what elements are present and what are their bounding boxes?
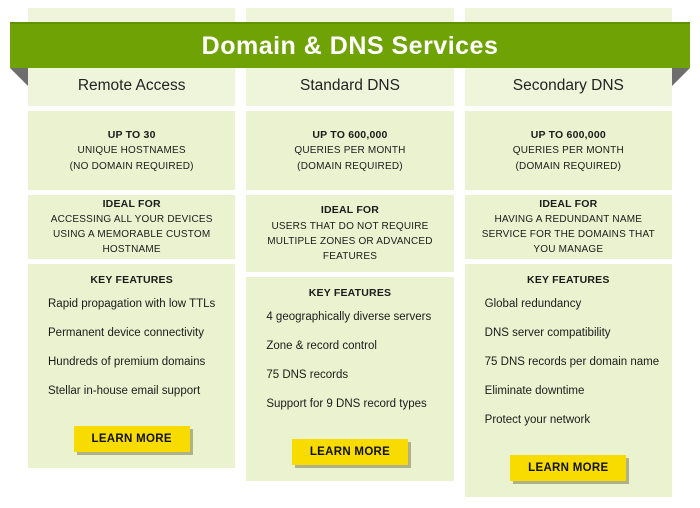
- page-title: Domain & DNS Services: [201, 31, 499, 60]
- feature-item: Eliminate downtime: [484, 385, 585, 397]
- plan-ideal-section: IDEAL FOR USERS THAT DO NOT REQUIRE MULT…: [246, 195, 454, 272]
- feature-item: Global redundancy: [484, 298, 582, 310]
- stat-line: (NO DOMAIN REQUIRED): [69, 160, 194, 172]
- plan-features-section: KEY FEATURES 4 geographically diverse se…: [246, 277, 454, 481]
- ideal-for-text: HAVING A REDUNDANT NAME SERVICE FOR THE …: [481, 214, 655, 256]
- ideal-for-heading: IDEAL FOR: [320, 204, 380, 217]
- learn-more-button[interactable]: LEARN MORE: [73, 426, 190, 452]
- feature-item: Rapid propagation with low TTLs: [48, 298, 216, 310]
- learn-more-button[interactable]: LEARN MORE: [510, 455, 627, 481]
- feature-item: 75 DNS records per domain name: [484, 356, 660, 368]
- title-banner: Domain & DNS Services: [10, 22, 690, 68]
- ideal-for-heading: IDEAL FOR: [539, 197, 598, 210]
- ideal-for-text: ACCESSING ALL YOUR DEVICES USING A MEMOR…: [50, 214, 213, 256]
- feature-item: DNS server compatibility: [484, 327, 611, 339]
- plan-column-secondary-dns: Secondary DNS UP TO 600,000 QUERIES PER …: [464, 8, 672, 502]
- plan-features-section: KEY FEATURES Rapid propagation with low …: [28, 264, 236, 468]
- stat-line: (DOMAIN REQUIRED): [297, 160, 403, 172]
- plan-ideal-section: IDEAL FOR ACCESSING ALL YOUR DEVICES USI…: [28, 195, 236, 259]
- plan-features-section: KEY FEATURES Global redundancy DNS serve…: [464, 264, 672, 497]
- feature-item: Zone & record control: [266, 340, 377, 352]
- feature-item: Hundreds of premium domains: [48, 356, 206, 368]
- key-features-heading: KEY FEATURES: [90, 274, 173, 286]
- button-row: LEARN MORE: [246, 439, 453, 465]
- stat-line: (DOMAIN REQUIRED): [515, 160, 622, 172]
- plan-stats-section: UP TO 30 UNIQUE HOSTNAMES (NO DOMAIN REQ…: [28, 111, 236, 190]
- plan-title: Remote Access: [77, 77, 186, 94]
- plan-ideal-section: IDEAL FOR HAVING A REDUNDANT NAME SERVIC…: [464, 195, 672, 259]
- plan-stats-section: UP TO 600,000 QUERIES PER MONTH (DOMAIN …: [246, 111, 454, 190]
- ideal-for-heading: IDEAL FOR: [102, 197, 161, 210]
- feature-item: Stellar in-house email support: [48, 385, 201, 397]
- key-features-heading: KEY FEATURES: [308, 287, 392, 299]
- feature-item: Protect your network: [484, 414, 591, 426]
- feature-item: Permanent device connectivity: [48, 327, 204, 339]
- plan-stats-section: UP TO 600,000 QUERIES PER MONTH (DOMAIN …: [464, 111, 672, 190]
- ribbon-fold-right-icon: [672, 68, 690, 86]
- learn-more-button[interactable]: LEARN MORE: [291, 439, 409, 465]
- feature-item: 75 DNS records: [266, 369, 349, 381]
- plan-column-remote-access: Remote Access UP TO 30 UNIQUE HOSTNAMES …: [28, 8, 236, 502]
- button-row: LEARN MORE: [28, 426, 235, 452]
- plan-columns: Remote Access UP TO 30 UNIQUE HOSTNAMES …: [28, 8, 672, 502]
- ribbon-fold-left-icon: [10, 68, 28, 86]
- stat-line: QUERIES PER MONTH: [512, 145, 624, 157]
- stat-line: UP TO 600,000: [312, 128, 388, 141]
- feature-item: Support for 9 DNS record types: [266, 398, 427, 410]
- key-features-heading: KEY FEATURES: [527, 274, 610, 286]
- stat-line: UP TO 30: [107, 128, 156, 141]
- plan-title: Standard DNS: [300, 77, 400, 94]
- stat-line: QUERIES PER MONTH: [294, 145, 406, 157]
- plan-column-standard-dns: Standard DNS UP TO 600,000 QUERIES PER M…: [246, 8, 454, 502]
- button-row: LEARN MORE: [465, 455, 672, 481]
- feature-item: 4 geographically diverse servers: [266, 311, 432, 323]
- stat-line: UNIQUE HOSTNAMES: [77, 145, 186, 157]
- plan-title: Secondary DNS: [512, 77, 624, 94]
- stat-line: UP TO 600,000: [530, 128, 606, 141]
- ideal-for-text: USERS THAT DO NOT REQUIRE MULTIPLE ZONES…: [267, 220, 433, 262]
